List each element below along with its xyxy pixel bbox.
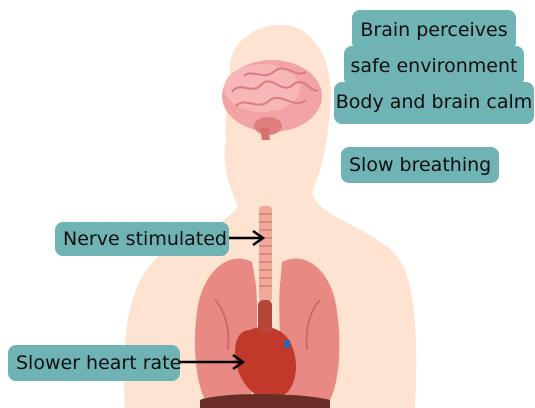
brain-calm-callout: Brain perceives safe environment Body an…	[334, 10, 534, 128]
body-brain-calm-label: Body and brain calm	[334, 82, 534, 124]
safe-environment-label: safe environment	[344, 46, 524, 86]
nerve-stimulated-label: Nerve stimulated	[55, 222, 229, 256]
trachea-illustration	[259, 206, 272, 302]
slower-heart-rate-label: Slower heart rate	[8, 345, 180, 381]
slow-breathing-label: Slow breathing	[341, 147, 499, 183]
brain-perceives-label: Brain perceives	[352, 10, 516, 50]
